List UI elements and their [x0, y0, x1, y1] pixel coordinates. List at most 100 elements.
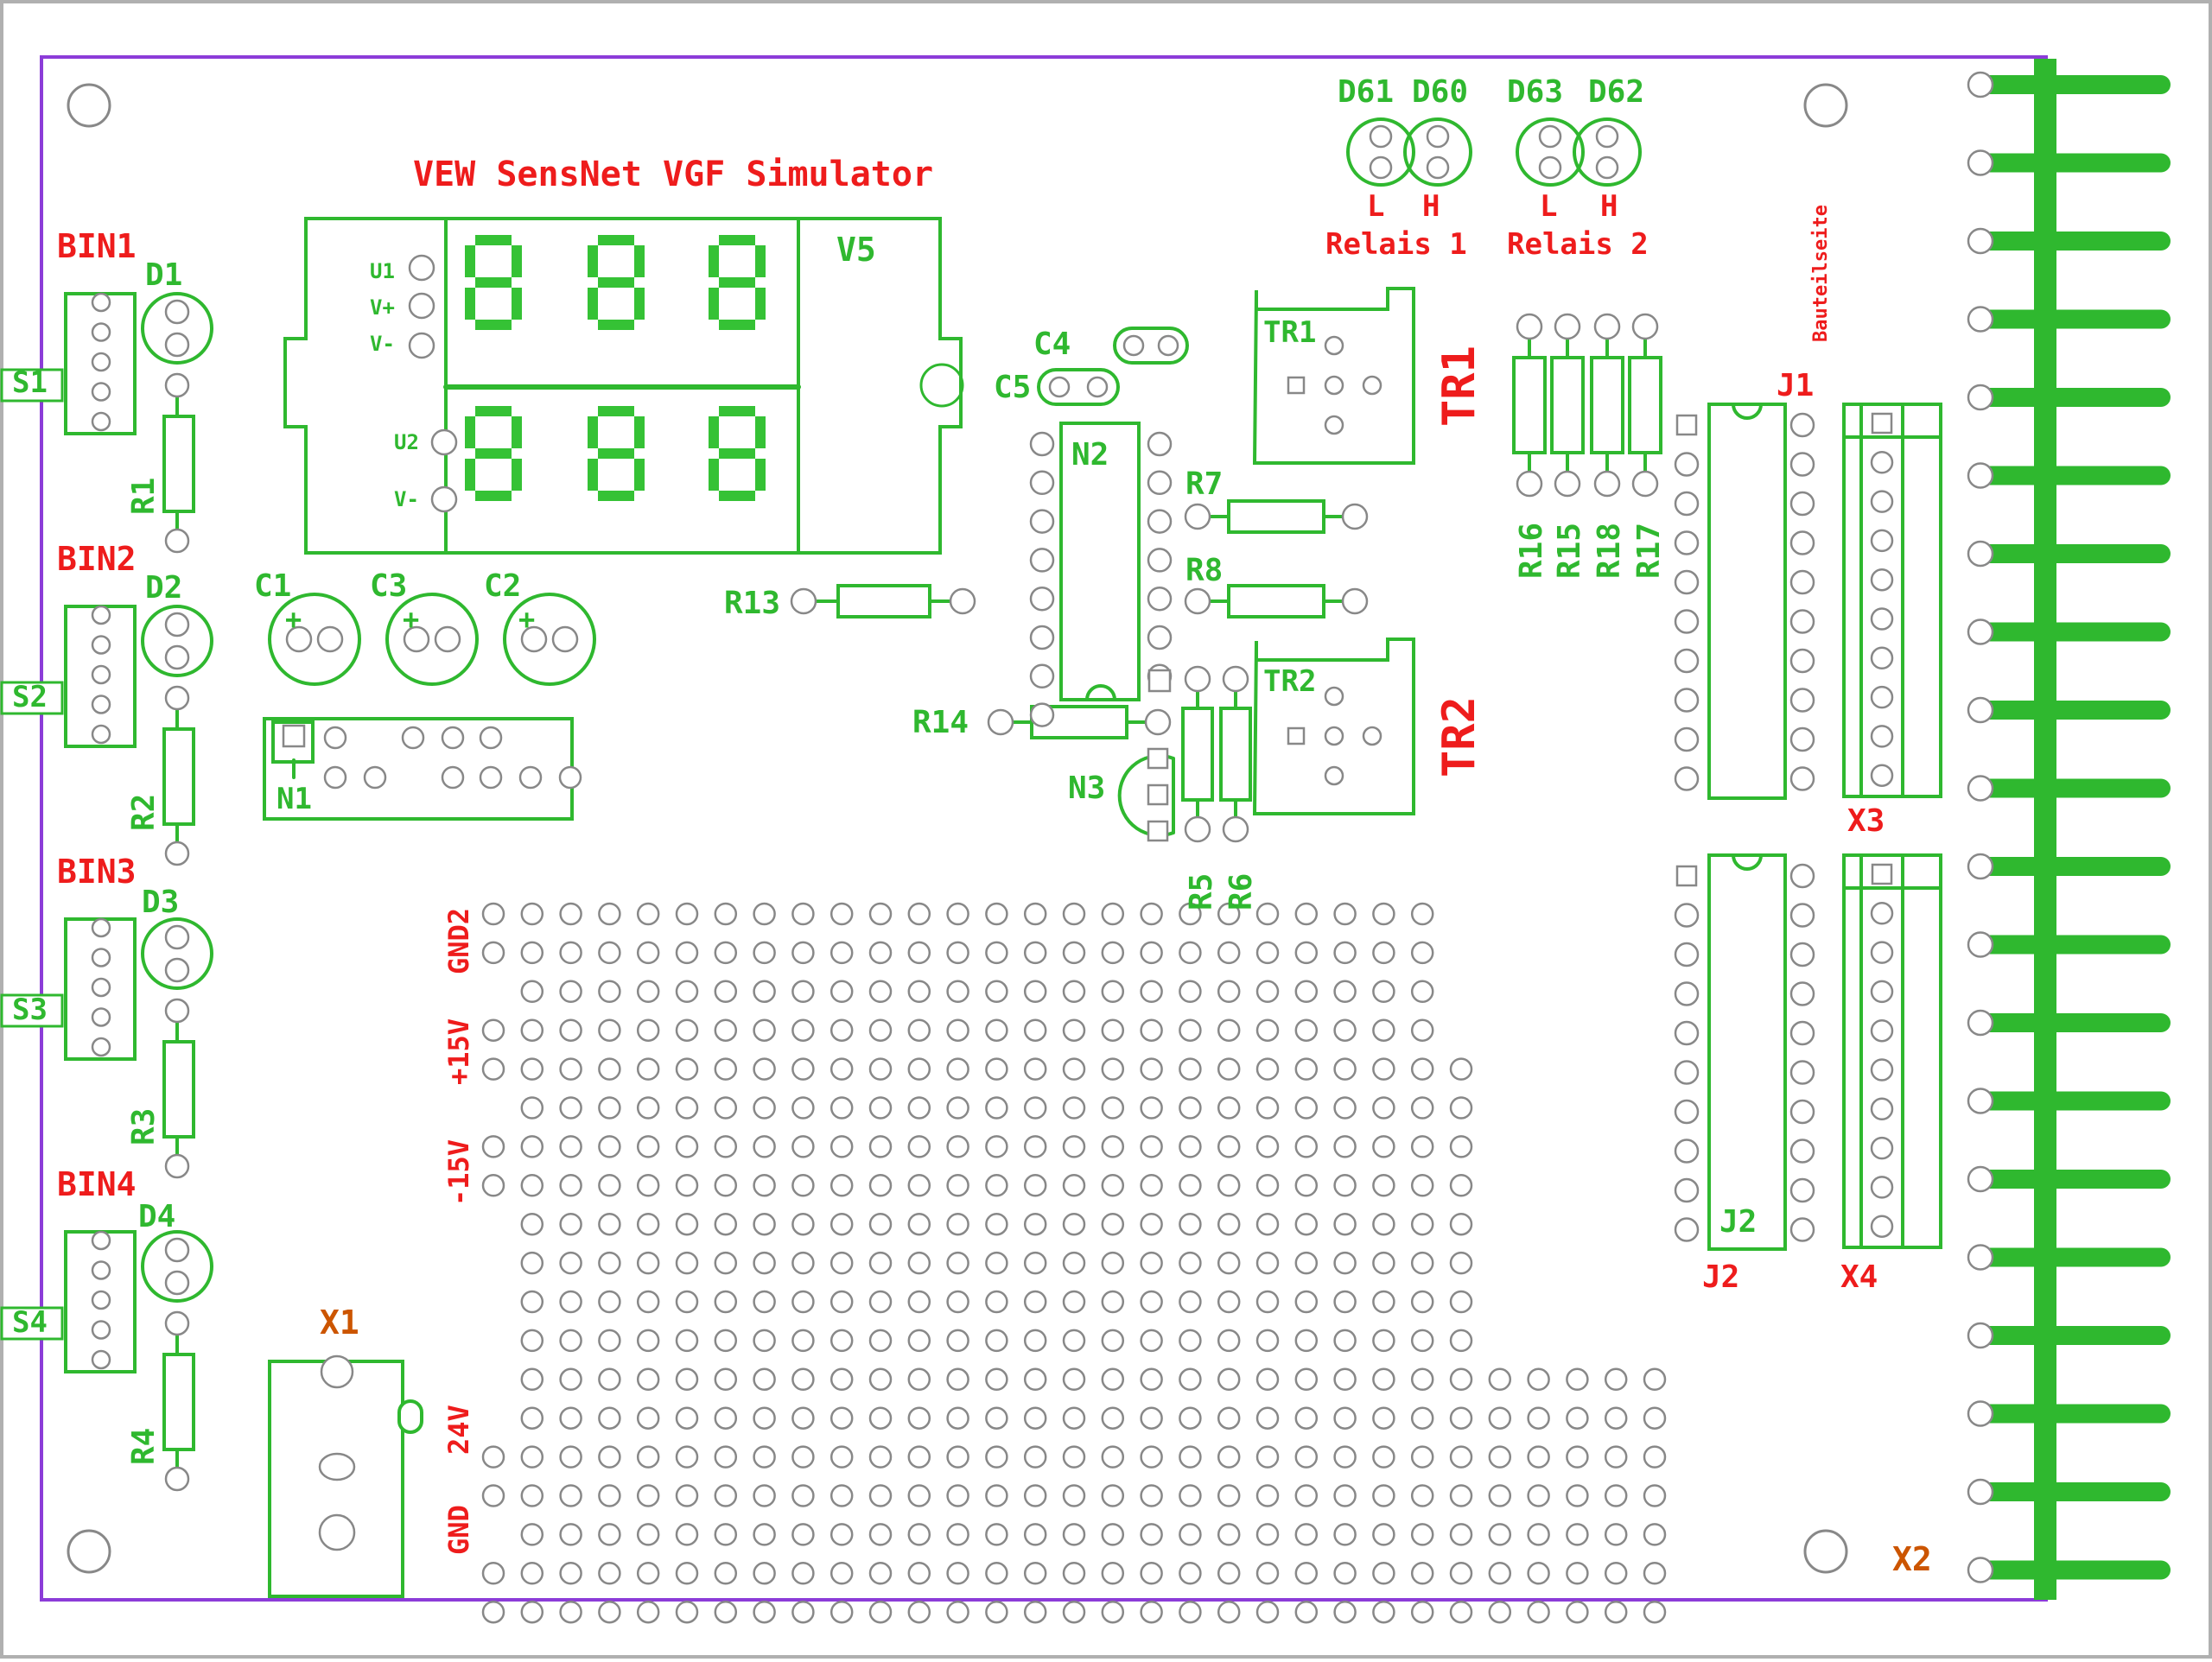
- bin4-label: BIN4: [57, 1165, 137, 1203]
- x1-tab: [397, 1399, 423, 1434]
- relay-led: [1573, 117, 1642, 187]
- proto-pad: [481, 941, 505, 965]
- proto-pad: [1449, 1174, 1473, 1197]
- proto-pad: [675, 980, 699, 1004]
- proto-pad: [868, 1135, 893, 1158]
- proto-pad: [1527, 1600, 1550, 1624]
- proto-pad: [830, 1057, 854, 1081]
- switch-pad: [91, 1290, 111, 1310]
- switch-pad: [91, 1260, 111, 1280]
- connector-finger: [1979, 232, 2171, 251]
- proto-pad: [907, 1600, 931, 1624]
- n2-pad: [1147, 548, 1173, 573]
- proto-pad: [1643, 1562, 1667, 1585]
- proto-pad: [520, 1057, 544, 1081]
- j1-pad: [1789, 569, 1815, 595]
- proto-pad: [1449, 1135, 1473, 1158]
- proto-pad: [1101, 1174, 1125, 1197]
- proto-pad: [714, 902, 738, 926]
- proto-pad: [1140, 1096, 1163, 1120]
- proto-pad: [753, 1406, 776, 1430]
- proto-pad: [1062, 1212, 1086, 1236]
- j2-pad: [1789, 1177, 1815, 1203]
- proto-pad: [1062, 1096, 1086, 1120]
- proto-pad: [1294, 1057, 1319, 1081]
- proto-pad: [598, 1096, 621, 1120]
- proto-pad: [1294, 1251, 1319, 1275]
- resistor-body: [162, 727, 195, 826]
- proto-pad: [1255, 1523, 1280, 1546]
- resistor-pad: [1631, 470, 1659, 498]
- connector-finger: [1979, 1482, 2171, 1501]
- proto-pad: [636, 1096, 660, 1120]
- proto-pad: [636, 1367, 660, 1392]
- relay1-h-label: H: [1422, 189, 1440, 224]
- proto-pad: [636, 902, 660, 926]
- connector-pad: [1967, 227, 1994, 255]
- proto-pad: [830, 902, 854, 926]
- prototyping-grid: [481, 902, 1667, 1624]
- proto-pad: [791, 1096, 815, 1120]
- header-pad: [1870, 1136, 1894, 1160]
- proto-pad: [1333, 1406, 1357, 1430]
- proto-pad: [1255, 1135, 1280, 1158]
- proto-pad: [1372, 1212, 1395, 1236]
- capacitor-pad: [434, 625, 461, 653]
- tr1-small-label: TR1: [1263, 315, 1316, 350]
- relay-led: [1403, 117, 1472, 187]
- proto-pad: [1255, 1174, 1280, 1197]
- switch-pad: [91, 1037, 111, 1057]
- trimmer-pad: [1324, 765, 1344, 786]
- j2-notch: [1732, 854, 1763, 871]
- proto-pad: [598, 980, 621, 1004]
- proto-pad: [636, 941, 660, 965]
- proto-pad: [907, 1290, 931, 1314]
- proto-pad: [598, 1251, 621, 1275]
- proto-pad: [598, 941, 621, 965]
- proto-pad: [714, 1484, 738, 1507]
- proto-pad: [753, 1329, 776, 1353]
- proto-pad: [1179, 1445, 1202, 1469]
- proto-pad: [1294, 1135, 1319, 1158]
- proto-pad: [714, 941, 738, 965]
- proto-pad: [946, 1057, 969, 1081]
- relay-led-pad: [1538, 155, 1562, 180]
- proto-pad: [1023, 1406, 1047, 1430]
- proto-pad: [1062, 1329, 1086, 1353]
- proto-pad: [907, 1135, 931, 1158]
- proto-pad: [636, 980, 660, 1004]
- j1-pad: [1789, 609, 1815, 634]
- connector-finger: [1979, 701, 2171, 720]
- proto-pad: [753, 1484, 776, 1507]
- proto-pad: [1255, 1367, 1280, 1392]
- proto-pad: [559, 1600, 582, 1624]
- proto-pad: [1179, 1523, 1202, 1546]
- proto-pad: [1101, 1445, 1125, 1469]
- proto-pad: [1217, 1445, 1241, 1469]
- connector-pad: [1967, 1165, 1994, 1193]
- j1-pad: [1789, 491, 1815, 517]
- capacitor-pad: [520, 625, 548, 653]
- resistor-pad: [1341, 587, 1369, 615]
- led-pad: [164, 1237, 190, 1263]
- resistor-pad: [164, 1310, 190, 1336]
- electrolytic-capacitor: [385, 593, 479, 686]
- trimmer-pad: [1324, 415, 1344, 435]
- proto-pad: [1604, 1600, 1628, 1624]
- resistor-pad: [1593, 313, 1621, 340]
- proto-pad: [1527, 1367, 1550, 1392]
- n2-pad: [1147, 586, 1173, 612]
- header-pad: [1870, 529, 1894, 553]
- proto-pad: [714, 1174, 738, 1197]
- resistor-body: [162, 1353, 195, 1451]
- display-segment: [475, 277, 512, 288]
- proto-pad: [946, 1290, 969, 1314]
- proto-pad: [907, 941, 931, 965]
- n1-pin1: [282, 724, 306, 748]
- j1-pad: [1789, 530, 1815, 555]
- proto-pad: [946, 1096, 969, 1120]
- display-pin: [430, 428, 458, 456]
- proto-pad: [520, 1290, 544, 1314]
- j2-pad: [1789, 1217, 1815, 1242]
